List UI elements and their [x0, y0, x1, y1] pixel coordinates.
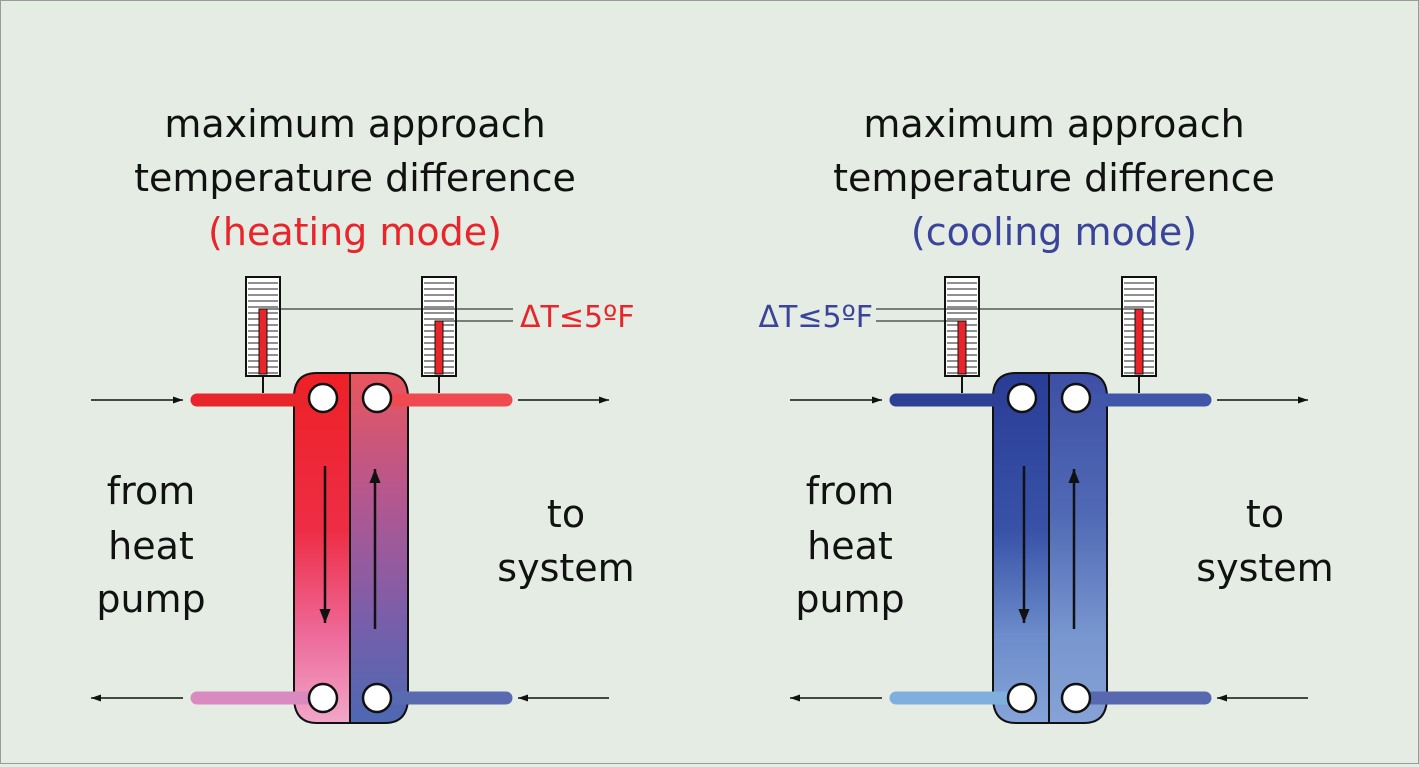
cooling-port-bottom-right: [1060, 682, 1092, 714]
heating-delta-t-label: ΔT≤5ºF: [520, 300, 634, 335]
cooling-inlet-thermometer: [944, 276, 980, 393]
cooling-port-top-right: [1060, 382, 1092, 414]
heating-left-label-2: heat: [108, 524, 194, 568]
heating-title-line2: temperature difference: [134, 156, 576, 200]
cooling-title-line2: temperature difference: [833, 156, 1275, 200]
heating-heat-exchanger: [293, 372, 409, 724]
heating-right-label-2: system: [497, 546, 634, 590]
cooling-heat-exchanger: [992, 372, 1108, 724]
heating-outlet-thermometer: [421, 276, 457, 393]
cooling-panel: maximum approach temperature difference …: [759, 102, 1334, 724]
heating-port-top-right: [361, 382, 393, 414]
cooling-left-label-1: from: [806, 469, 894, 513]
heating-port-top-left: [307, 382, 339, 414]
heating-left-label-3: pump: [96, 577, 205, 621]
cooling-right-label-1: to: [1246, 492, 1284, 536]
cooling-title-line1: maximum approach: [863, 102, 1244, 146]
cooling-port-top-left: [1006, 382, 1038, 414]
heating-port-bottom-right: [361, 682, 393, 714]
cooling-left-label-3: pump: [795, 577, 904, 621]
cooling-left-label-2: heat: [807, 524, 893, 568]
cooling-delta-t-label: ΔT≤5ºF: [759, 300, 873, 335]
heating-port-bottom-left: [307, 682, 339, 714]
cooling-right-label-2: system: [1196, 546, 1333, 590]
heating-title-line1: maximum approach: [164, 102, 545, 146]
cooling-mode-label: (cooling mode): [911, 210, 1197, 254]
cooling-outlet-thermometer: [1121, 276, 1157, 393]
heating-inlet-thermometer: [245, 276, 281, 393]
heating-right-label-1: to: [547, 492, 585, 536]
heating-mode-label: (heating mode): [208, 210, 502, 254]
heating-panel: maximum approach temperature difference …: [91, 102, 635, 724]
heating-left-label-1: from: [107, 469, 195, 513]
cooling-port-bottom-left: [1006, 682, 1038, 714]
